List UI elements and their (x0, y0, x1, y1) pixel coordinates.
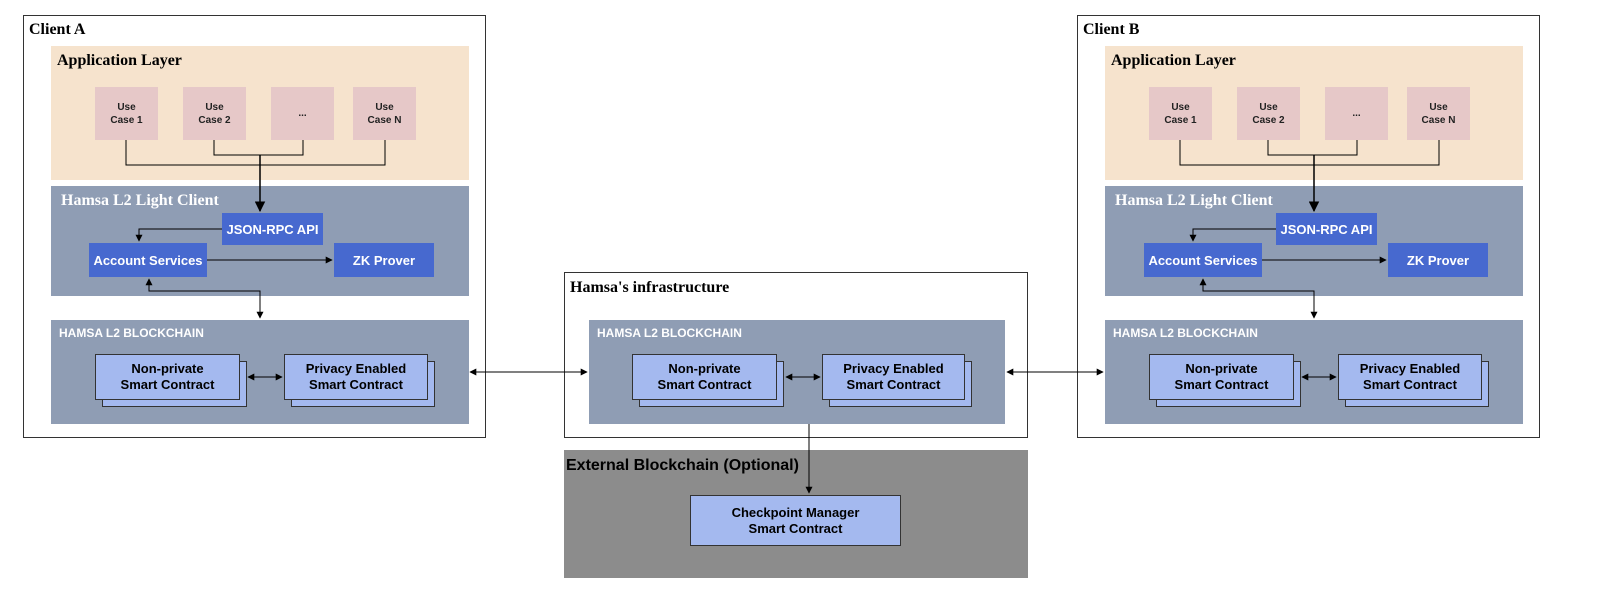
client-b-title: Client B (1083, 21, 1140, 38)
client-a-account-to-chain (145, 278, 264, 319)
client-a-privacy-enabled-contract: Privacy Enabled Smart Contract (284, 354, 428, 400)
infrastructure-title: Hamsa's infrastructure (570, 279, 730, 296)
checkpoint-manager-contract: Checkpoint Manager Smart Contract (690, 495, 901, 546)
client-a-use-case-n: Use Case N (353, 87, 416, 140)
client-b-json-rpc-api: JSON-RPC API (1276, 213, 1377, 245)
infrastructure-non-private-contract: Non-private Smart Contract (632, 354, 777, 400)
client-a-use-case-bus-inner (213, 140, 304, 156)
client-b-privacy-enabled-contract: Privacy Enabled Smart Contract (1338, 354, 1482, 400)
client-a-json-rpc-api: JSON-RPC API (222, 213, 323, 245)
infrastructure-privacy-enabled-contract: Privacy Enabled Smart Contract (822, 354, 965, 400)
client-b-account-to-chain (1199, 278, 1318, 319)
client-a-account-services: Account Services (89, 243, 207, 277)
client-b-blockchain-title: HAMSA L2 BLOCKCHAIN (1113, 326, 1258, 340)
client-a-title: Client A (29, 21, 86, 38)
external-blockchain-title: External Blockchain (Optional) (566, 457, 799, 474)
client-a-zk-prover: ZK Prover (334, 243, 434, 277)
client-a-blockchain-title: HAMSA L2 BLOCKCHAIN (59, 326, 204, 340)
client-b-account-services: Account Services (1144, 243, 1262, 277)
client-b-zk-prover: ZK Prover (1388, 243, 1488, 277)
client-b-use-case-bus-inner (1267, 140, 1358, 156)
client-a-non-private-contract: Non-private Smart Contract (95, 354, 240, 400)
client-b-use-case-2: Use Case 2 (1237, 87, 1300, 140)
client-b-use-case-1: Use Case 1 (1149, 87, 1212, 140)
infrastructure-blockchain-title: HAMSA L2 BLOCKCHAIN (597, 326, 742, 340)
client-a-use-case-bus (125, 140, 386, 166)
client-a-use-case-2: Use Case 2 (183, 87, 246, 140)
client-b-light-client-title: Hamsa L2 Light Client (1115, 192, 1273, 209)
client-a-light-client-title: Hamsa L2 Light Client (61, 192, 219, 209)
client-b-rpc-to-account (1189, 228, 1276, 242)
client-b-app-layer-title: Application Layer (1111, 52, 1236, 69)
client-a-use-case-ellipsis: ... (271, 87, 334, 140)
client-b-non-private-contract: Non-private Smart Contract (1149, 354, 1294, 400)
client-b-use-case-n: Use Case N (1407, 87, 1470, 140)
client-a-use-case-1: Use Case 1 (95, 87, 158, 140)
client-a-app-layer-title: Application Layer (57, 52, 182, 69)
client-a-rpc-to-account (135, 228, 222, 242)
client-b-use-case-ellipsis: ... (1325, 87, 1388, 140)
client-b-use-case-bus (1179, 140, 1440, 166)
